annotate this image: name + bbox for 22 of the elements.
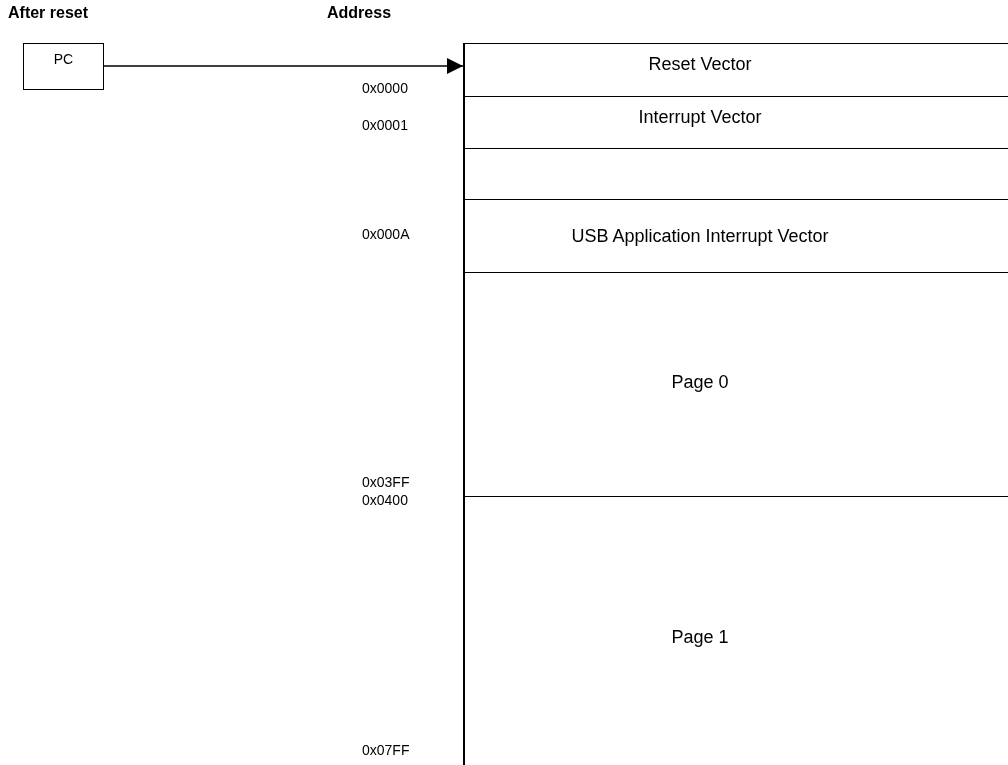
arrow xyxy=(103,58,464,74)
address-label: 0x0001 xyxy=(362,117,408,133)
address-label: 0x000A xyxy=(362,226,410,242)
address-label: 0x0400 xyxy=(362,492,408,508)
memory-block xyxy=(463,148,1008,200)
memory-block xyxy=(463,43,1008,97)
block-label: USB Application Interrupt Vector xyxy=(570,226,830,247)
memory-block xyxy=(463,272,1008,497)
block-label: Page 0 xyxy=(670,372,730,393)
memory-block xyxy=(463,496,1008,765)
register-label: PC xyxy=(52,51,75,67)
register-box xyxy=(23,43,104,90)
address-label: 0x03FF xyxy=(362,474,410,490)
memory-block xyxy=(463,96,1008,149)
block-label: Reset Vector xyxy=(647,54,753,75)
address-label: 0x07FF xyxy=(362,742,410,758)
address-label: 0x0000 xyxy=(362,80,408,96)
heading: After reset xyxy=(8,4,89,22)
heading: Address xyxy=(327,4,392,22)
block-label: Page 1 xyxy=(670,627,730,648)
block-label: Interrupt Vector xyxy=(637,107,763,128)
memory-block xyxy=(463,199,1008,273)
